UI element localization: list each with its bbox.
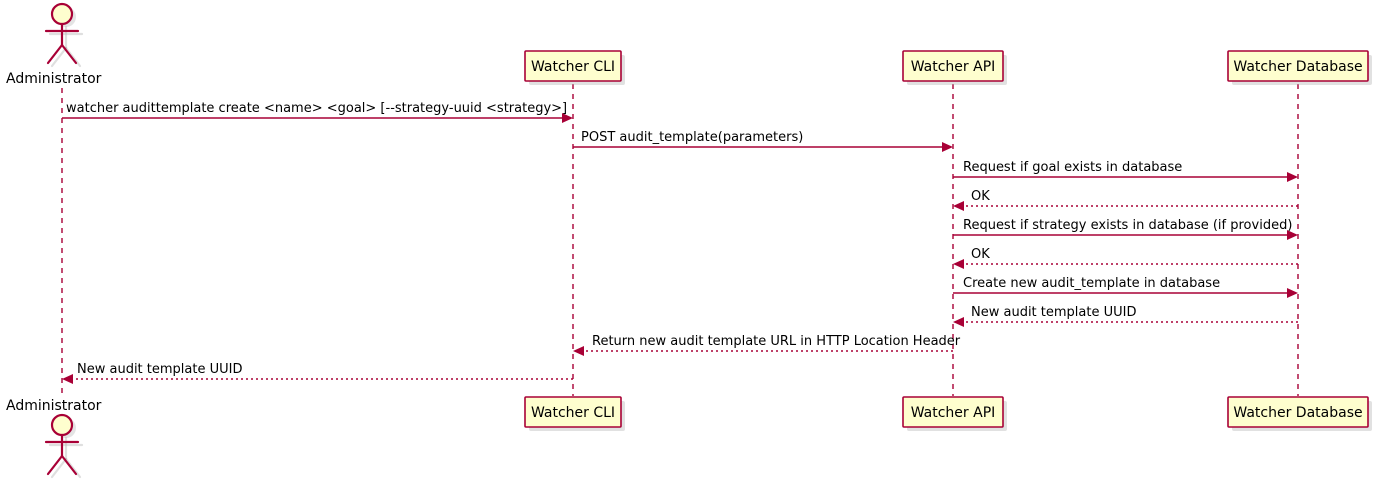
message-label: Request if strategy exists in database (… <box>963 218 1292 233</box>
participant-label-watcher-database: Watcher Database <box>1233 405 1362 421</box>
message-9: Return new audit template URL in HTTP Lo… <box>573 334 961 356</box>
participant-label-watcher-database: Watcher Database <box>1233 59 1362 75</box>
message-5: Request if strategy exists in database (… <box>953 218 1298 240</box>
message-1: watcher audittemplate create <name> <goa… <box>62 101 573 123</box>
message-2: POST audit_template(parameters) <box>573 130 953 152</box>
message-label: POST audit_template(parameters) <box>581 130 803 145</box>
participant-label-watcher-api: Watcher API <box>911 59 996 75</box>
message-7: Create new audit_template in database <box>953 276 1298 298</box>
participant-watcher-api-bottom[interactable]: Watcher API <box>902 396 1007 431</box>
message-arrowhead-icon <box>953 259 964 269</box>
participant-watcher-database-top[interactable]: Watcher Database <box>1227 50 1372 85</box>
message-arrowhead-icon <box>953 201 964 211</box>
message-10: New audit template UUID <box>62 362 573 384</box>
message-arrowhead-icon <box>562 113 573 123</box>
message-label: New audit template UUID <box>77 362 242 377</box>
participant-label-watcher-cli: Watcher CLI <box>531 59 615 75</box>
message-label: OK <box>971 189 990 204</box>
message-4: OK <box>953 189 1298 211</box>
participant-label-watcher-cli: Watcher CLI <box>531 405 615 421</box>
message-arrowhead-icon <box>942 142 953 152</box>
message-label: watcher audittemplate create <name> <goa… <box>66 101 567 116</box>
participant-watcher-api-top[interactable]: Watcher API <box>902 50 1007 85</box>
actor-leg-right-icon <box>60 43 78 65</box>
message-label: Create new audit_template in database <box>963 276 1220 291</box>
message-arrowhead-icon <box>62 374 73 384</box>
messages-group: watcher audittemplate create <name> <goa… <box>62 101 1298 384</box>
message-label: Request if goal exists in database <box>963 160 1182 175</box>
message-arrowhead-icon <box>1287 288 1298 298</box>
actor-head-icon <box>50 2 74 26</box>
actor-leg-left-icon <box>46 43 64 65</box>
message-label: OK <box>971 247 990 262</box>
actor-administrator-top[interactable]: Administrator <box>6 2 102 87</box>
message-arrowhead-icon <box>1287 172 1298 182</box>
participant-watcher-cli-bottom[interactable]: Watcher CLI <box>524 396 625 431</box>
message-label: New audit template UUID <box>971 305 1136 320</box>
message-8: New audit template UUID <box>953 305 1298 327</box>
message-arrowhead-icon <box>573 346 584 356</box>
lifelines <box>61 84 1299 396</box>
actor-administrator-bottom[interactable]: Administrator <box>6 398 102 479</box>
actor-label-administrator-top: Administrator <box>6 71 102 87</box>
message-3: Request if goal exists in database <box>953 160 1298 182</box>
actor-label-administrator-bottom: Administrator <box>6 398 102 414</box>
message-arrowhead-icon <box>1287 230 1298 240</box>
actor-leg-left-icon <box>46 454 64 476</box>
participant-watcher-cli-top[interactable]: Watcher CLI <box>524 50 625 85</box>
message-6: OK <box>953 247 1298 269</box>
actor-leg-right-icon <box>60 454 78 476</box>
participant-watcher-database-bottom[interactable]: Watcher Database <box>1227 396 1372 431</box>
participant-label-watcher-api: Watcher API <box>911 405 996 421</box>
actor-head-icon <box>50 413 74 437</box>
message-arrowhead-icon <box>953 317 964 327</box>
message-label: Return new audit template URL in HTTP Lo… <box>592 334 961 349</box>
